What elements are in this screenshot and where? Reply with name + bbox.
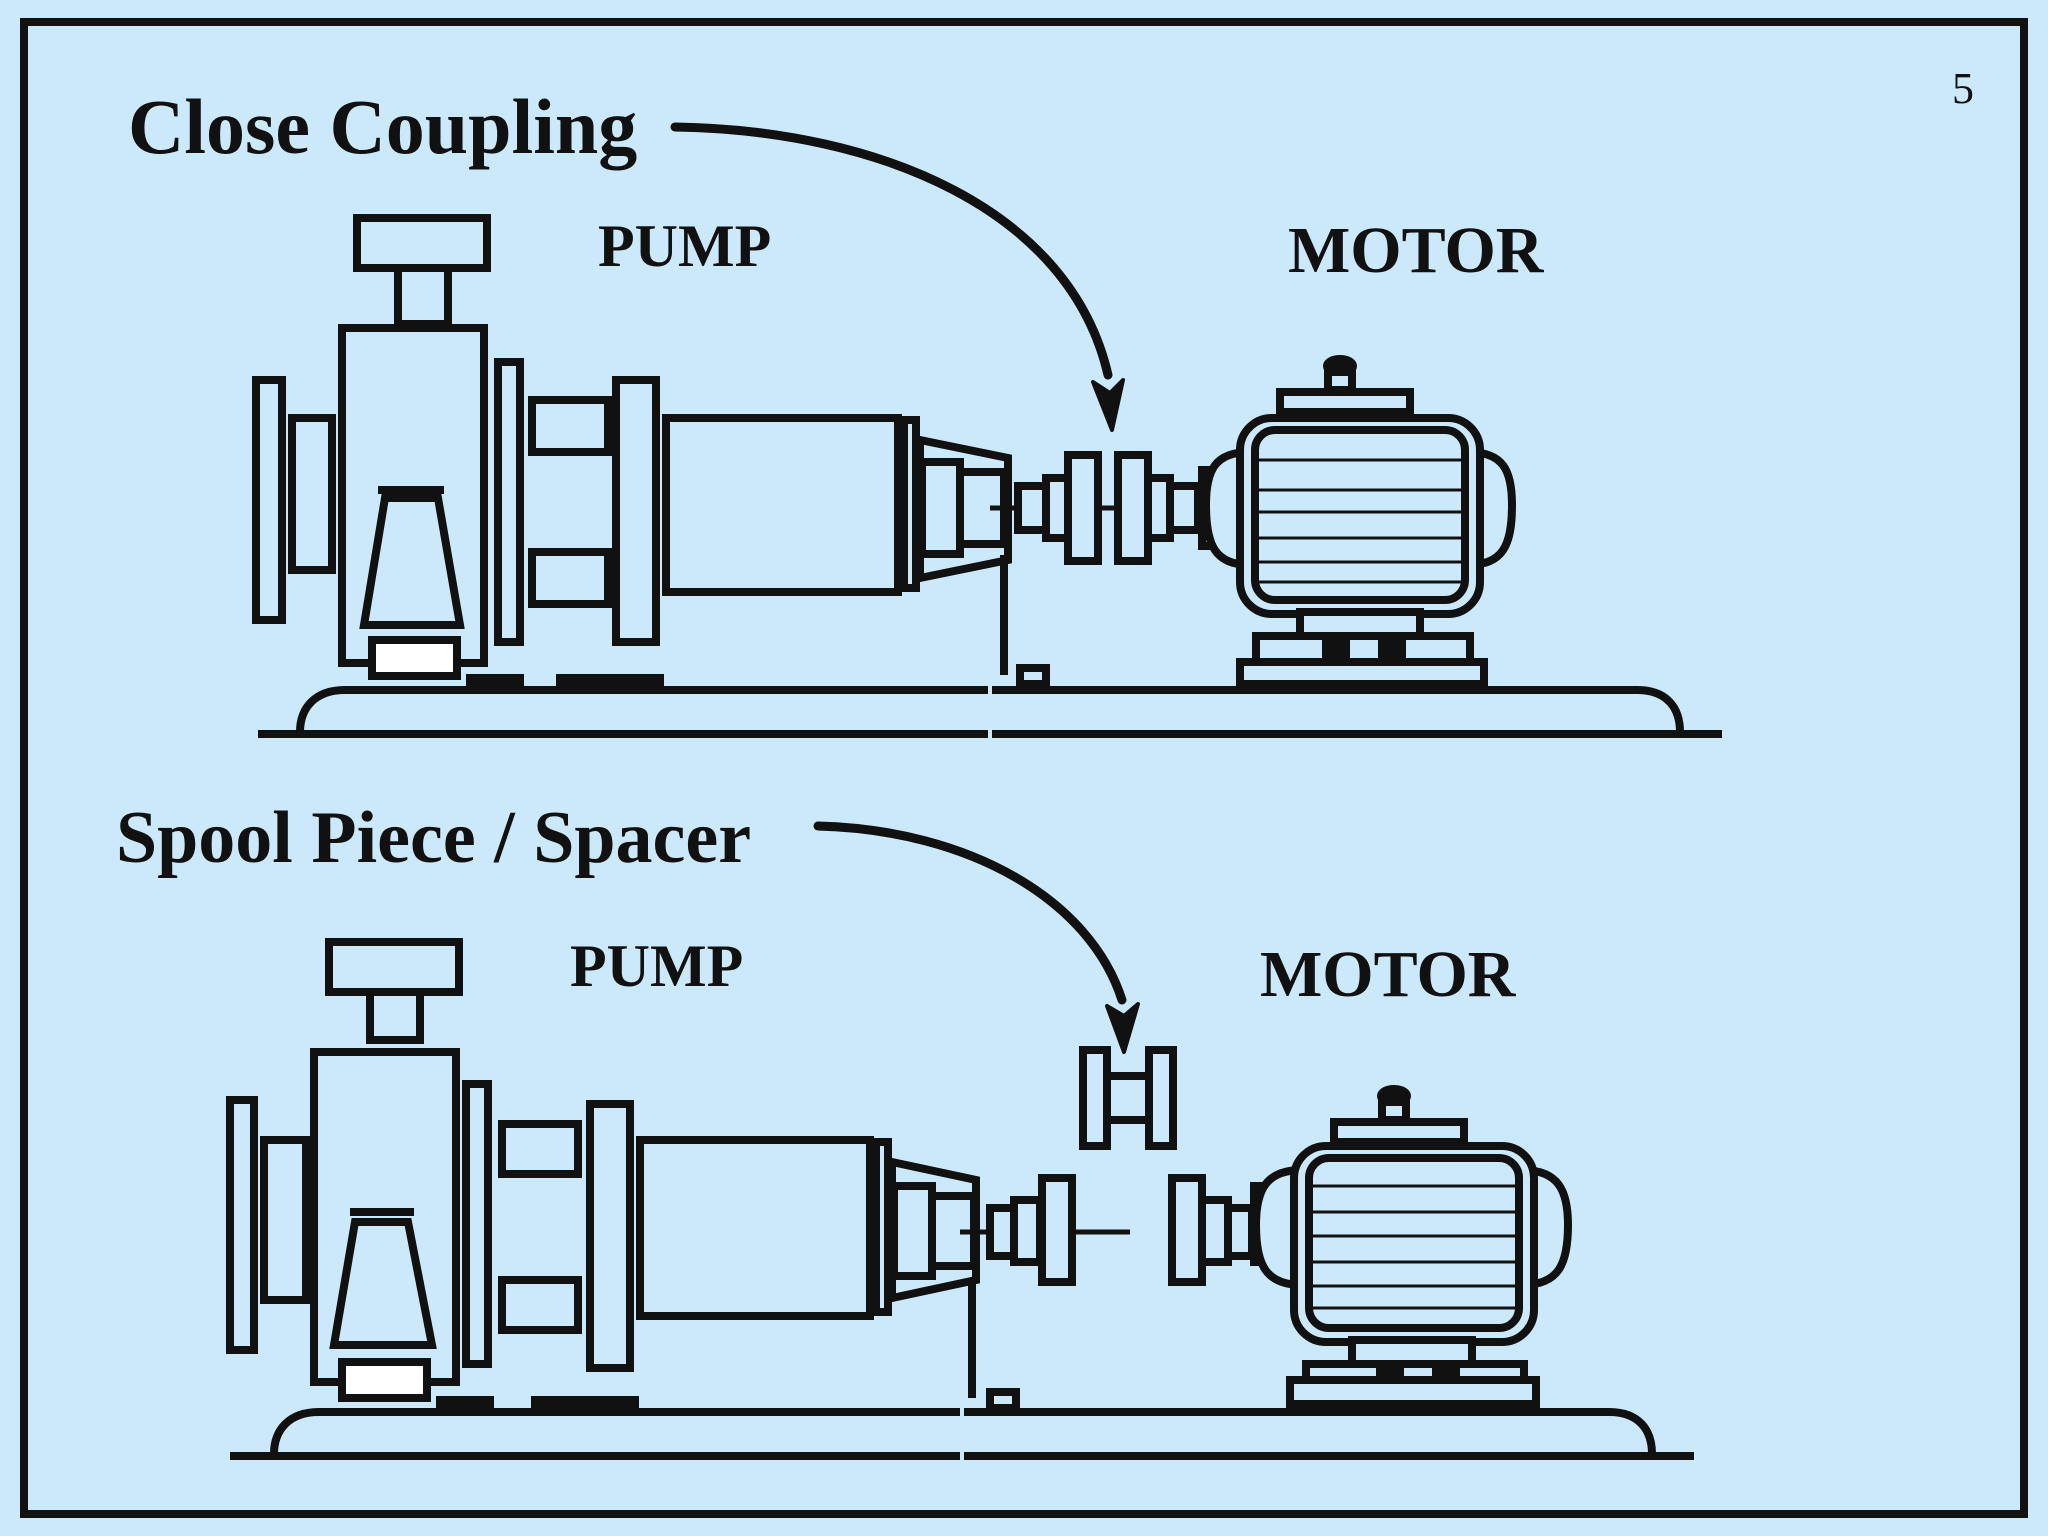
motor-fins	[1251, 426, 1469, 604]
page-number: 5	[1952, 64, 1974, 113]
bottom-motor-label: MOTOR	[1260, 938, 1517, 1011]
bottom-motor	[1250, 1085, 1573, 1408]
spool-piece-spacer	[1079, 1046, 1177, 1150]
pump-foot	[329, 1218, 437, 1349]
coupling-hub-pump-side	[1038, 1174, 1076, 1286]
pump-bearing-flange	[612, 376, 660, 646]
bottom-baseplate	[230, 1396, 1694, 1460]
pump-suction-flange	[252, 376, 286, 624]
pump-back-plate	[494, 358, 524, 646]
spool-piece-section: Spool Piece / Spacer PUMP MOTOR	[116, 797, 1694, 1460]
motor-mount-plate	[1286, 1376, 1540, 1408]
motor-fins	[1305, 1154, 1523, 1332]
close-coupling-title: Close Coupling	[128, 83, 637, 170]
pump-bearing-flange	[586, 1100, 634, 1372]
pump-base-block	[338, 1358, 431, 1402]
top-motor	[1198, 355, 1517, 688]
pump-bearing-housing	[662, 414, 902, 596]
top-baseplate	[258, 674, 1722, 738]
coupling-hub-right	[1114, 451, 1152, 565]
top-motor-label: MOTOR	[1288, 214, 1545, 287]
bottom-coupling-hubs	[960, 1174, 1256, 1286]
pump-top-cap	[325, 938, 463, 996]
top-coupling	[990, 451, 1202, 565]
pump-suction-nozzle	[260, 1136, 310, 1304]
close-coupling-arrow	[670, 122, 1125, 432]
coupling-hub-motor-side	[1168, 1174, 1206, 1286]
pump-base-block	[368, 636, 461, 680]
pump-bearing-housing	[636, 1136, 874, 1320]
pump-top-neck	[394, 264, 452, 328]
pump-suction-flange	[226, 1096, 258, 1354]
pump-top-cap	[353, 214, 491, 272]
pump-foot	[359, 494, 465, 629]
top-pump	[252, 214, 1050, 688]
motor-mount-plate	[1236, 658, 1488, 688]
bottom-pump-label: PUMP	[570, 933, 743, 999]
coupling-hub-left	[1064, 451, 1102, 565]
spool-piece-title: Spool Piece / Spacer	[116, 797, 751, 879]
slide-frame	[20, 18, 2028, 1518]
close-coupling-section: Close Coupling PUMP MOTOR	[128, 83, 1722, 738]
pump-back-plate	[462, 1080, 492, 1368]
pump-top-neck	[366, 988, 424, 1044]
bottom-pump	[226, 938, 1020, 1412]
top-pump-label: PUMP	[598, 213, 771, 279]
spool-piece-arrow	[813, 821, 1140, 1054]
pump-suction-nozzle	[288, 414, 336, 574]
